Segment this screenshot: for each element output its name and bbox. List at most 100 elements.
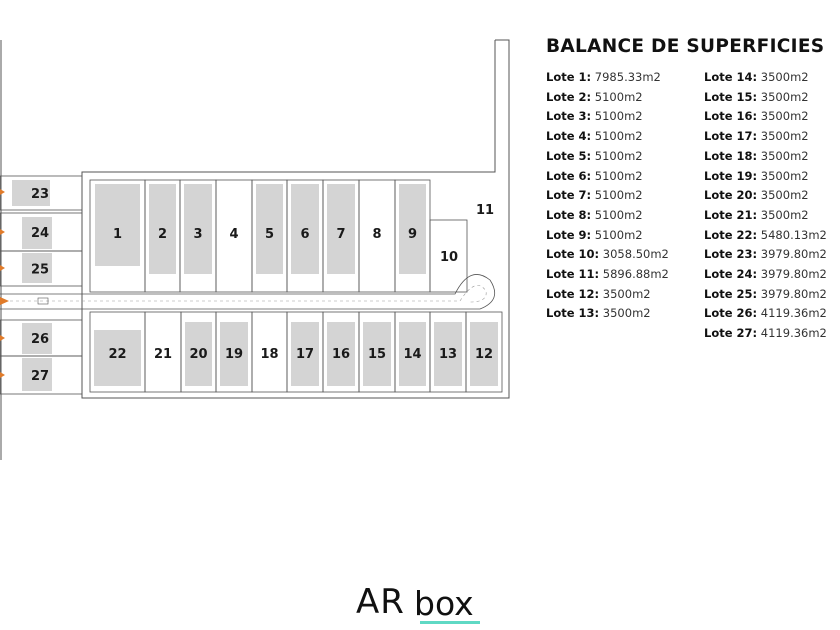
lot-number: 5 [265,227,274,242]
lot-area: 5100m2 [591,207,643,222]
lot-number: 20 [189,347,207,362]
area-row: Lote 1: 7985.33m2 [546,68,669,88]
lot-area: 5100m2 [591,168,643,183]
lot-label: Lote 11: [546,267,600,282]
building-footprint [22,217,52,249]
area-row: Lote 26: 4119.36m2 [704,304,827,324]
building-footprint [363,322,391,386]
lot-area: 3500m2 [757,70,809,84]
lot-outline [465,311,503,393]
lot-label: Lote 15: [704,89,758,104]
area-row: Lote 11: 5896.88m2 [546,265,669,285]
area-row: Lote 10: 3058.50m2 [546,245,669,265]
access-road [0,274,496,310]
lot-label: Lote 17: [704,129,758,144]
lot-area: 5100m2 [591,227,643,242]
lot-area: 3500m2 [599,306,651,321]
lot-area: 3500m2 [757,109,809,124]
lot-label: Lote 4: [546,129,592,144]
lot-label: Lote 16: [704,109,758,124]
lot-number: 27 [31,369,49,384]
area-row: Lote 24: 3979.80m2 [704,265,827,285]
area-row: Lote 2: 5100m2 [546,88,669,108]
lot-label: Lote 9: [546,227,592,242]
area-row: Lote 19: 3500m2 [704,167,827,187]
lot-label: Lote 21: [704,207,758,222]
building-footprint [434,322,462,386]
building-footprint [327,184,355,274]
lot-label: Lote 19: [704,168,758,183]
building-footprint [470,322,498,386]
lot-label: Lote 24: [704,267,758,282]
lot-area: 4119.36m2 [757,306,827,321]
building-footprint [22,323,52,354]
lot-number: 12 [475,347,493,362]
building-footprint [399,184,426,274]
lot-area: 3500m2 [757,188,809,203]
lot-outline [0,175,83,211]
lot-area: 3500m2 [757,129,809,144]
logo-text-box: box [414,584,474,623]
lot-outline [0,355,83,395]
lot-number: 15 [368,347,386,362]
lot-label: Lote 10: [546,247,600,262]
lot-area: 5100m2 [591,188,643,203]
logo-text-ar: AR [356,582,405,622]
lot-area: 7985.33m2 [591,70,661,84]
area-row: Lote 7: 5100m2 [546,186,669,206]
area-row: Lote 20: 3500m2 [704,186,827,206]
access-arrow-icon [0,372,5,378]
lot-number: 22 [108,347,126,362]
building-footprint [256,184,283,274]
lot-area: 4119.36m2 [757,326,827,341]
building-footprint [184,184,212,274]
lot-area: 3500m2 [757,168,809,183]
lot-label: Lote 13: [546,306,600,321]
access-arrow-icon [0,189,5,195]
lot-area: 5480.13m2 [757,227,827,242]
access-arrow-icon [0,335,5,341]
building-footprint [12,180,50,206]
lot-label: Lote 18: [704,148,758,163]
lot-label: Lote 25: [704,286,758,301]
area-row: Lote 23: 3979.80m2 [704,245,827,265]
area-row: Lote 6: 5100m2 [546,167,669,187]
area-row: Lote 13: 3500m2 [546,304,669,324]
lot-number: 25 [31,263,49,278]
lot-number: 13 [439,347,457,362]
lot-number: 24 [31,226,49,241]
lot-number: 14 [403,347,421,362]
lot-label: Lote 22: [704,227,758,242]
lot-area: 3979.80m2 [757,286,827,301]
road-centerline [10,285,487,303]
area-row: Lote 15: 3500m2 [704,88,827,108]
lot-number: 10 [440,250,458,265]
building-footprint [22,253,52,283]
lot-number: 3 [193,227,202,242]
lot-label: Lote 7: [546,188,592,203]
lot-number: 9 [408,227,417,242]
lot-area: 5896.88m2 [599,267,669,282]
building-footprint [327,322,355,386]
lot-number: 23 [31,187,49,202]
area-row: Lote 14: 3500m2 [704,68,827,88]
lot-label: Lote 6: [546,168,592,183]
area-row: Lote 5: 5100m2 [546,147,669,167]
area-row: Lote 18: 3500m2 [704,147,827,167]
lot-label: Lote 1: [546,70,592,84]
lot-label: Lote 27: [704,326,758,341]
lot-number: 16 [332,347,350,362]
lot-number: 1 [113,227,122,242]
lot-number: 18 [260,347,278,362]
lot-label: Lote 2: [546,89,592,104]
building-footprint [399,322,426,386]
lot-label: Lote 14: [704,70,758,84]
lot-label: Lote 3: [546,109,592,124]
building-footprint [220,322,248,386]
lot-number: 11 [476,203,494,218]
logo-underline [420,621,480,624]
lot-area: 3979.80m2 [757,247,827,262]
